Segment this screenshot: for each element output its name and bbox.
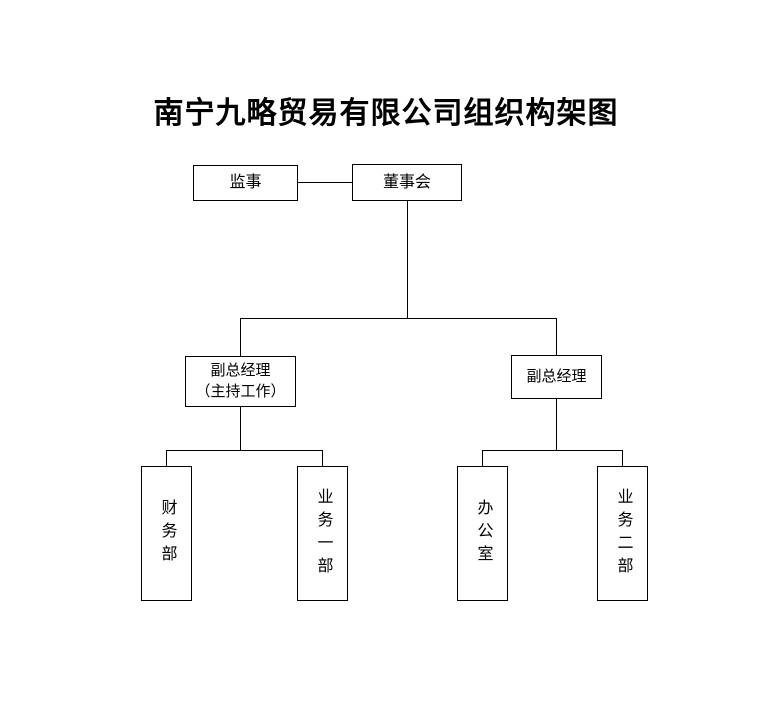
connector-right-deputy-stem	[556, 399, 557, 450]
connector-finance-drop	[166, 450, 167, 466]
node-board-of-directors: 董事会	[352, 164, 462, 201]
connector-main-horizontal	[240, 318, 556, 319]
node-deputy-gm: 副总经理	[511, 355, 602, 399]
node-finance-dept: 财务部	[141, 466, 192, 601]
connector-right-children-horizontal	[482, 450, 622, 451]
connector-supervisor-board	[298, 182, 352, 183]
connector-business1-drop	[322, 450, 323, 466]
connector-left-branch-drop	[240, 318, 241, 356]
connector-business2-drop	[622, 450, 623, 466]
node-supervisor: 监事	[193, 165, 298, 201]
node-business-dept-2: 业务二部	[597, 466, 648, 601]
connector-left-deputy-stem	[240, 407, 241, 450]
node-deputy-gm-presiding: 副总经理 （主持工作）	[185, 356, 296, 407]
node-business-dept-1: 业务一部	[297, 466, 348, 601]
connector-office-drop	[482, 450, 483, 466]
connector-right-branch-drop	[556, 318, 557, 355]
node-office: 办公室	[457, 466, 508, 601]
connector-board-down	[407, 201, 408, 318]
connector-left-children-horizontal	[166, 450, 322, 451]
chart-title: 南宁九略贸易有限公司组织构架图	[153, 97, 619, 130]
